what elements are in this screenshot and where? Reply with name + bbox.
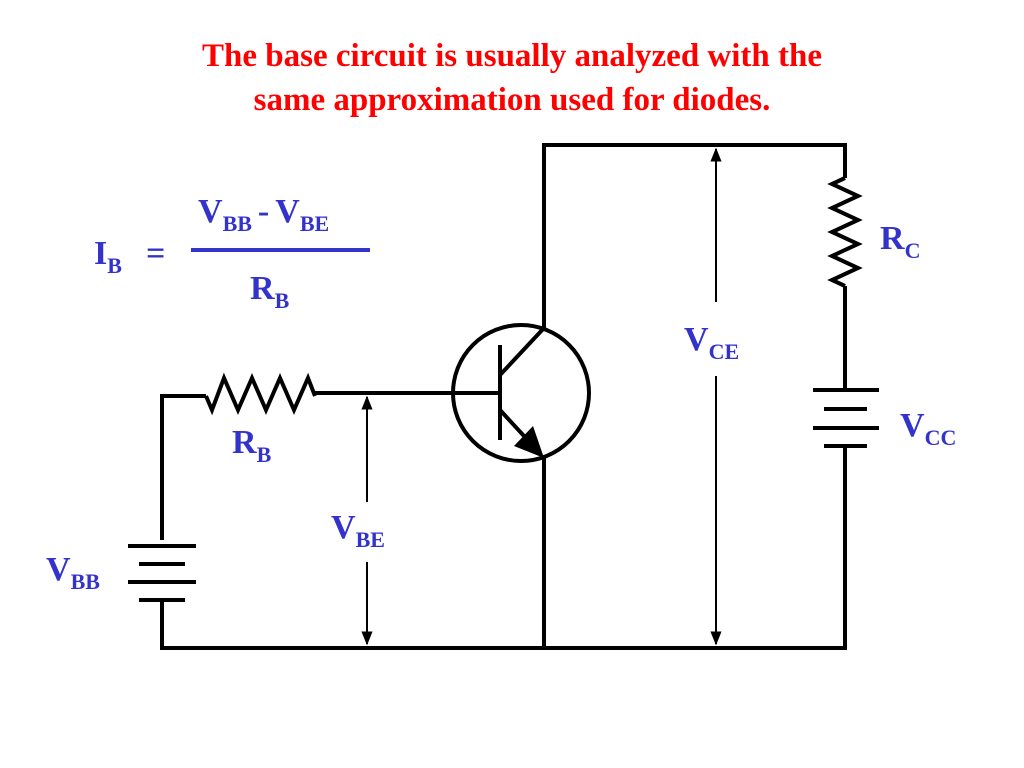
- vbb-to-rb-wire: [160, 394, 206, 540]
- collector-top-wire: [542, 143, 847, 328]
- vbb-battery: [128, 544, 196, 602]
- label-rc: RC: [880, 220, 920, 263]
- formula-numerator: VBB-VBE: [198, 193, 329, 236]
- formula-ib: IB: [94, 235, 122, 278]
- collector-resistor-rc: [827, 176, 863, 288]
- slide-title-line-1: The base circuit is usually analyzed wit…: [201, 38, 823, 74]
- formula-denominator: RB: [250, 270, 290, 313]
- slide-title-line-2: same approximation used for diodes.: [253, 82, 771, 118]
- label-vbe: VBE: [331, 509, 385, 552]
- label-vcc: VCC: [900, 407, 956, 450]
- vcc-battery: [813, 388, 879, 448]
- npn-transistor-icon: [451, 323, 591, 463]
- base-circuit: [128, 372, 847, 650]
- formula-equals: =: [146, 235, 165, 272]
- label-vbb: VBB: [46, 551, 100, 594]
- base-current-formula: IB = VBB-VBE RB: [94, 193, 370, 313]
- label-rb: RB: [232, 424, 272, 467]
- label-vce: VCE: [684, 321, 739, 364]
- collector-circuit: [542, 143, 879, 648]
- slide-title: The base circuit is usually analyzed wit…: [0, 34, 1024, 122]
- base-resistor-rb: [204, 372, 317, 416]
